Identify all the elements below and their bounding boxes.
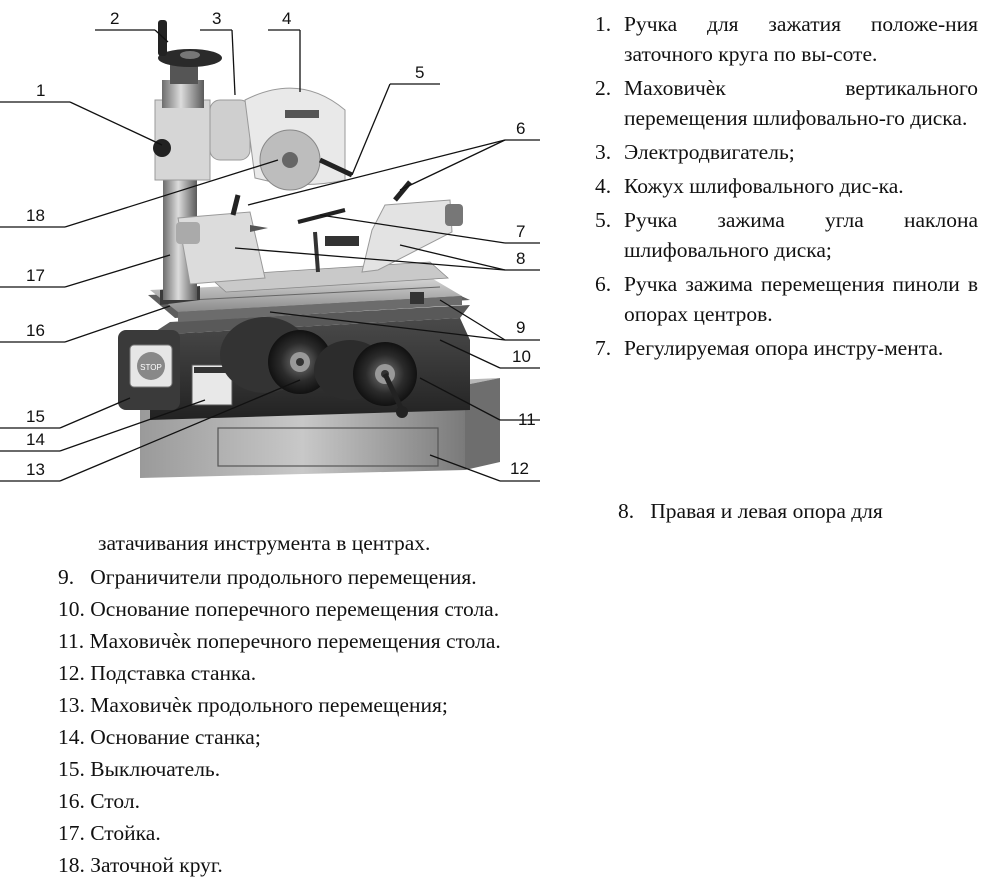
callout-numbers: 1 2 3 4 5 6 7 8 9 10 11 12 13 14 15 16 1… — [26, 9, 536, 479]
legend-item: 17. Стойка. — [58, 821, 161, 845]
legend-item: 9. Ограничители продольного перемещения. — [58, 565, 477, 589]
callout-14: 14 — [26, 430, 45, 449]
callout-12: 12 — [510, 459, 529, 478]
callout-1: 1 — [36, 81, 45, 100]
callout-17: 17 — [26, 266, 45, 285]
legend-item: 5.Ручка зажима угла наклона шлифовальног… — [595, 208, 978, 262]
legend-item: 3.Электродвигатель; — [595, 140, 795, 164]
power-switch: STOP — [118, 330, 180, 410]
callout-4: 4 — [282, 9, 291, 28]
callout-9: 9 — [516, 318, 525, 337]
callout-11: 11 — [518, 410, 536, 429]
vertical-handwheel-grip — [158, 20, 167, 56]
legend-item: 18. Заточной круг. — [58, 853, 223, 877]
callout-15: 15 — [26, 407, 45, 426]
legend-item: 16. Стол. — [58, 789, 140, 813]
legend-item: 2.Маховичѐк вертикального перемещения шл… — [595, 76, 978, 130]
legend-item: 13. Маховичѐк продольного перемещения; — [58, 693, 448, 717]
legend-item: 6.Ручка зажима перемещения пиноли в опор… — [595, 272, 978, 326]
callout-5: 5 — [415, 63, 424, 82]
callout-3: 3 — [212, 9, 221, 28]
callout-13: 13 — [26, 460, 45, 479]
legend-list-top: 1.Ручка для зажатия положе-ния заточного… — [590, 9, 978, 367]
tool-rest — [297, 208, 359, 273]
cross-feed-handwheel — [314, 340, 417, 418]
legend-item: 11. Маховичѐк поперечного перемещения ст… — [58, 629, 501, 653]
legend-item: 1.Ручка для зажатия положе-ния заточного… — [595, 12, 978, 66]
legend-item-8: 8. Правая и левая опора для — [618, 499, 883, 523]
longitudinal-handwheel — [220, 317, 332, 394]
legend-item: 4.Кожух шлифовального дис-ка. — [595, 174, 904, 198]
callout-18: 18 — [26, 206, 45, 225]
callout-8: 8 — [516, 249, 525, 268]
legend-item-8-continuation: затачивания инструмента в центрах. — [98, 531, 431, 555]
work-table — [148, 261, 470, 322]
callout-2: 2 — [110, 9, 119, 28]
legend-item: 12. Подставка станка. — [58, 661, 257, 685]
callout-leaders — [0, 29, 540, 482]
right-center-support — [361, 180, 463, 273]
legend-item: 14. Основание станка; — [58, 725, 261, 749]
legend-list-bottom: 9. Ограничители продольного перемещения.… — [58, 561, 501, 881]
left-center-support — [176, 194, 268, 285]
motor-and-wheel-guard — [209, 87, 354, 191]
machine-illustration: STOP — [0, 9, 540, 482]
tilt-lock-handle — [318, 157, 354, 178]
legend-item: 7.Регулируемая опора инстру-мента. — [595, 336, 944, 360]
machine-figure: STOP — [0, 0, 580, 500]
svg-text:STOP: STOP — [140, 363, 162, 372]
callout-6: 6 — [516, 119, 525, 138]
callout-16: 16 — [26, 321, 45, 340]
callout-10: 10 — [512, 347, 531, 366]
legend-item: 10. Основание поперечного перемещения ст… — [58, 597, 500, 621]
callout-7: 7 — [516, 222, 525, 241]
legend-item: 15. Выключатель. — [58, 757, 221, 781]
